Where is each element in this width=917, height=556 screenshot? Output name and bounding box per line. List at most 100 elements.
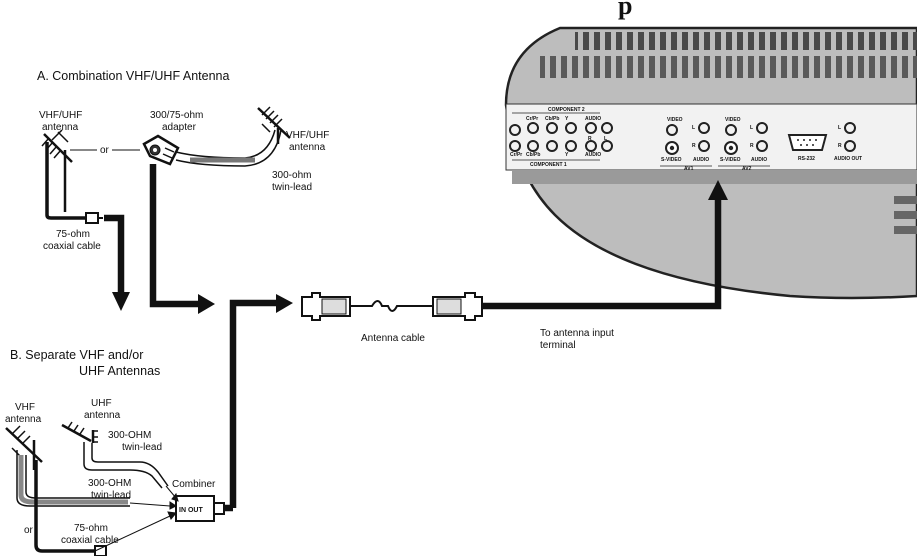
uhf-twin-lead-line2: twin-lead xyxy=(122,442,162,453)
y-label-top: Y xyxy=(565,116,569,122)
av1-audio-r-jack xyxy=(698,140,710,152)
l-label-comp: L xyxy=(604,136,607,142)
twin-lead-a-line1: 300-ohm xyxy=(272,170,311,181)
jack-comp1-5 xyxy=(585,140,597,152)
cr-pr-label-bottom: Cr/Pr xyxy=(510,152,522,158)
uhf-twin-lead-line1: 300-OHM xyxy=(108,430,151,441)
jack-comp2-1 xyxy=(509,124,521,136)
right-vhf-uhf-antenna-icon xyxy=(257,106,291,144)
av2-audio-r-jack xyxy=(756,140,768,152)
jack-comp2-4 xyxy=(565,122,577,134)
tv-back-panel: COMPONENT 2 COMPONENT 1 Cr/Pr Cb/Pb Y AU… xyxy=(504,26,917,300)
vhf-antenna-label-line2: antenna xyxy=(5,414,42,425)
right-antenna-label-line2: antenna xyxy=(289,142,326,153)
y-label-bottom: Y xyxy=(565,152,569,158)
component2-label: COMPONENT 2 xyxy=(548,107,585,113)
vent-grille-top xyxy=(575,32,917,50)
jack-strip xyxy=(505,103,917,171)
audio-out-l-label: L xyxy=(838,125,841,131)
left-antenna-label-line1: VHF/UHF xyxy=(39,110,82,121)
cb-pb-label-top: Cb/Pb xyxy=(545,116,559,122)
av1-r-label: R xyxy=(692,143,696,149)
twin-lead-cable-a xyxy=(175,129,282,167)
av2-r-label: R xyxy=(750,143,754,149)
audio-out-jacks: L R AUDIO OUT xyxy=(834,122,862,162)
combiner-input-arrows xyxy=(94,485,179,552)
section-a-flow-arrows xyxy=(104,164,215,314)
coax-f-connector xyxy=(85,212,99,224)
cable-to-tv-input xyxy=(483,180,728,310)
audio-out-r-label: R xyxy=(838,143,842,149)
left-antenna-label-line2: antenna xyxy=(42,122,79,133)
antenna-cable xyxy=(301,292,483,321)
jack-comp2-5 xyxy=(585,122,597,134)
audio-out-r-jack xyxy=(844,140,856,152)
av1-jacks: VIDEO S-VIDEO L R AUDIO AV1 xyxy=(660,117,712,172)
cr-pr-label-top: Cr/Pr xyxy=(526,116,538,122)
av1-svideo-label: S-VIDEO xyxy=(661,157,682,163)
vhf-antenna-icon xyxy=(5,425,43,470)
av2-l-label: L xyxy=(750,125,753,131)
av1-video-jack xyxy=(666,124,678,136)
av2-audio-l-jack xyxy=(756,122,768,134)
adapter-label-line2: adapter xyxy=(162,122,197,133)
av2-video-jack xyxy=(725,124,737,136)
av2-label: AV2 xyxy=(742,166,752,172)
panel-shadow-band xyxy=(512,170,917,184)
coax-cable-b-line2: coaxial cable xyxy=(61,535,119,546)
section-a-heading: A. Combination VHF/UHF Antenna xyxy=(37,69,229,83)
vhf-coax-cable xyxy=(34,460,95,553)
terminal-label-line1: To antenna input xyxy=(540,328,614,339)
section-b-heading-line2: UHF Antennas xyxy=(79,364,160,378)
uhf-antenna-icon xyxy=(61,421,98,443)
av1-label: AV1 xyxy=(684,166,694,172)
uhf-antenna-label-line1: UHF xyxy=(91,398,112,409)
page-title-fragment: p xyxy=(618,0,632,20)
jack-comp2-2 xyxy=(527,122,539,134)
twin-lead-a-line2: twin-lead xyxy=(272,182,312,193)
rs232-port: RS-232 xyxy=(787,134,828,162)
jack-comp1-2 xyxy=(527,140,539,152)
av2-svideo-label: S-VIDEO xyxy=(720,157,741,163)
av1-audio-label: AUDIO xyxy=(693,157,709,163)
antenna-cable-label: Antenna cable xyxy=(361,333,425,344)
vhf-twin-lead-line1: 300-OHM xyxy=(88,478,131,489)
combiner-box: IN OUT xyxy=(175,495,233,522)
vhf-twin-lead-line2: twin-lead xyxy=(91,490,131,501)
jack-comp1-6 xyxy=(601,140,613,152)
combiner-to-cable-line xyxy=(229,294,293,508)
jack-comp2-6 xyxy=(601,122,613,134)
av1-l-label: L xyxy=(692,125,695,131)
combiner-ports-label: IN OUT xyxy=(179,507,203,514)
coax-cable-a-line2: coaxial cable xyxy=(43,241,101,252)
audio-label-comp1: AUDIO xyxy=(585,152,601,158)
rs232-label: RS-232 xyxy=(798,156,815,162)
audio-label-comp2: AUDIO xyxy=(585,116,601,122)
audio-out-label: AUDIO OUT xyxy=(834,156,862,162)
left-vhf-uhf-antenna-icon xyxy=(41,129,73,212)
cb-pb-label-bottom: Cb/Pb xyxy=(526,152,540,158)
combiner-label: Combiner xyxy=(172,479,216,490)
av2-audio-label: AUDIO xyxy=(751,157,767,163)
av1-audio-l-jack xyxy=(698,122,710,134)
uhf-twin-lead xyxy=(83,442,169,489)
or-label-b: or xyxy=(24,525,34,536)
vhf-antenna-label-line1: VHF xyxy=(15,402,35,413)
jack-comp1-4 xyxy=(565,140,577,152)
uhf-antenna-label-line2: antenna xyxy=(84,410,121,421)
component-jacks: COMPONENT 2 COMPONENT 1 Cr/Pr Cb/Pb Y AU… xyxy=(509,107,613,168)
section-b-heading-line1: B. Separate VHF and/or xyxy=(10,348,143,362)
component1-label: COMPONENT 1 xyxy=(530,162,567,168)
av1-video-label: VIDEO xyxy=(667,117,683,123)
adapter-icon xyxy=(142,134,180,166)
terminal-label-line2: terminal xyxy=(540,340,576,351)
av2-jacks: VIDEO S-VIDEO L R AUDIO AV2 xyxy=(718,117,770,172)
audio-out-l-jack xyxy=(844,122,856,134)
coax-cable-b-line1: 75-ohm xyxy=(74,523,108,534)
coax-cable-a-line1: 75-ohm xyxy=(56,229,90,240)
or-label-a: or xyxy=(100,145,110,156)
jack-comp2-3 xyxy=(546,122,558,134)
r-label-comp: R xyxy=(588,136,592,142)
right-antenna-label-line1: VHF/UHF xyxy=(286,130,329,141)
jack-comp1-3 xyxy=(546,140,558,152)
